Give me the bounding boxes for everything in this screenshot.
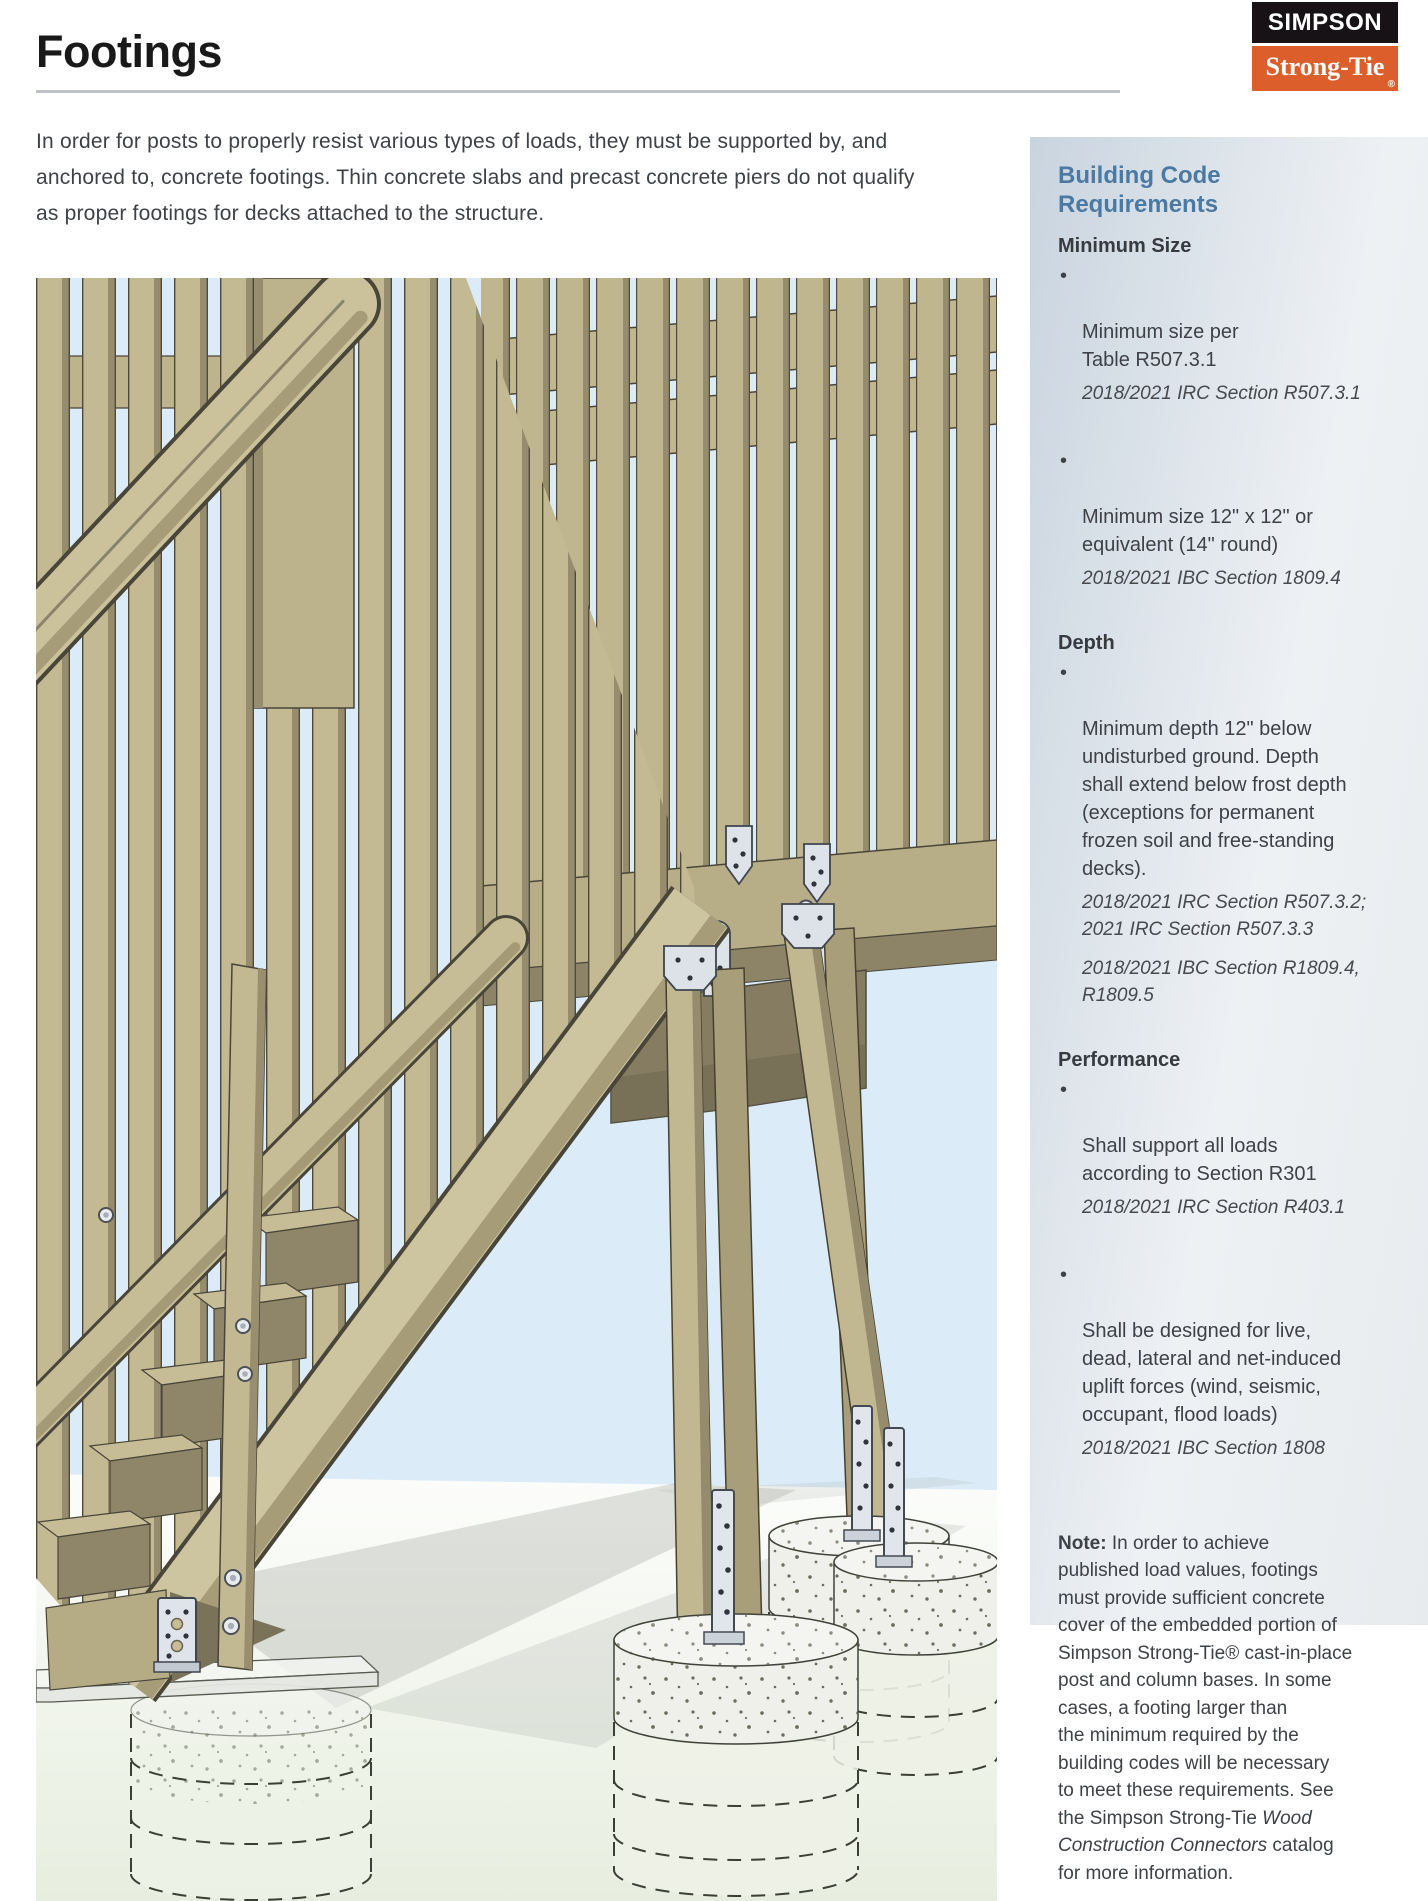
support-posts [665, 927, 909, 1653]
concrete-footing-2 [613, 1613, 859, 1897]
stair-base-post [217, 963, 267, 1671]
bullet-icon: • [1060, 662, 1068, 684]
bullet-icon: • [1060, 450, 1068, 472]
bullet-text: Shall support all loads according to Sec… [1082, 1135, 1317, 1185]
note-text-after: catalog for more information. [1058, 1835, 1334, 1884]
bullet-text: Minimum size 12" x 12" or equivalent (14… [1082, 506, 1313, 556]
logo-strongtie-wordmark: Strong-Tie ® [1252, 46, 1398, 91]
note-label: Note: [1058, 1532, 1107, 1554]
code-reference: 2018/2021 IRC Section R403.1 [1082, 1197, 1346, 1218]
page-title: Footings [36, 26, 222, 77]
bullet-item: • Shall support all loads according to S… [1058, 1076, 1388, 1188]
code-reference: 2018/2021 IBC Section R1809.4, R1809.5 [1082, 958, 1360, 1006]
logo-strongtie-text: Strong-Tie [1265, 52, 1385, 81]
code-reference: 2018/2021 IRC Section R507.3.1 [1082, 383, 1361, 404]
bullet-icon: • [1060, 265, 1068, 287]
section-title: Performance [1058, 1049, 1181, 1071]
stair-handrail [36, 278, 381, 687]
bullet-text: Minimum size per Table R507.3.1 [1082, 321, 1239, 371]
post-base-connector [153, 1597, 201, 1673]
code-reference: 2018/2021 IBC Section 1809.4 [1082, 568, 1341, 589]
sidebar-heading: Building Code Requirements [1058, 162, 1221, 218]
footings-illustration [36, 278, 997, 1901]
concrete-footing-4 [833, 1542, 997, 1776]
sidebar-note: Note: In order to achieve published load… [1058, 1502, 1388, 1887]
note-text-italic: Wood Construction Connectors [1058, 1807, 1312, 1857]
cast-in-place-post-base [703, 1405, 913, 1645]
bullet-item: • Minimum depth 12" below undisturbed gr… [1058, 659, 1388, 883]
building-code-sidebar: Building Code Requirements Minimum Size … [1030, 137, 1428, 1884]
carriage-bolt-icon [98, 1207, 253, 1635]
code-reference: 2018/2021 IRC Section R507.3.2; 2021 IRC… [1082, 892, 1367, 940]
bullet-text: Shall be designed for live, dead, latera… [1082, 1320, 1342, 1426]
registered-trademark-icon: ® [1387, 79, 1395, 90]
section-minimum-size: Minimum Size • Minimum size per Table R5… [1058, 235, 1388, 592]
post-cap-connector [663, 903, 835, 991]
section-title: Depth [1058, 632, 1115, 654]
section-performance: Performance • Shall support all loads ac… [1058, 1049, 1388, 1462]
simpson-strongtie-logo: SIMPSON Strong-Tie ® [1252, 2, 1398, 91]
note-text-before: In order to achieve published load value… [1058, 1532, 1353, 1829]
intro-paragraph: In order for posts to properly resist va… [36, 130, 915, 225]
concrete-footing-1 [130, 1683, 372, 1901]
section-depth: Depth • Minimum depth 12" below undistur… [1058, 632, 1388, 1009]
bullet-item: • Minimum size 12" x 12" or equivalent (… [1058, 447, 1388, 559]
title-divider [36, 90, 1120, 93]
code-reference: 2018/2021 IBC Section 1808 [1082, 1438, 1325, 1459]
logo-simpson-wordmark: SIMPSON [1252, 2, 1398, 43]
bullet-icon: • [1060, 1264, 1068, 1286]
bullet-item: • Shall be designed for live, dead, late… [1058, 1261, 1388, 1429]
bullet-icon: • [1060, 1079, 1068, 1101]
bullet-text: Minimum depth 12" below undisturbed grou… [1082, 718, 1347, 880]
bullet-item: • Minimum size per Table R507.3.1 [1058, 262, 1388, 374]
section-title: Minimum Size [1058, 235, 1192, 257]
